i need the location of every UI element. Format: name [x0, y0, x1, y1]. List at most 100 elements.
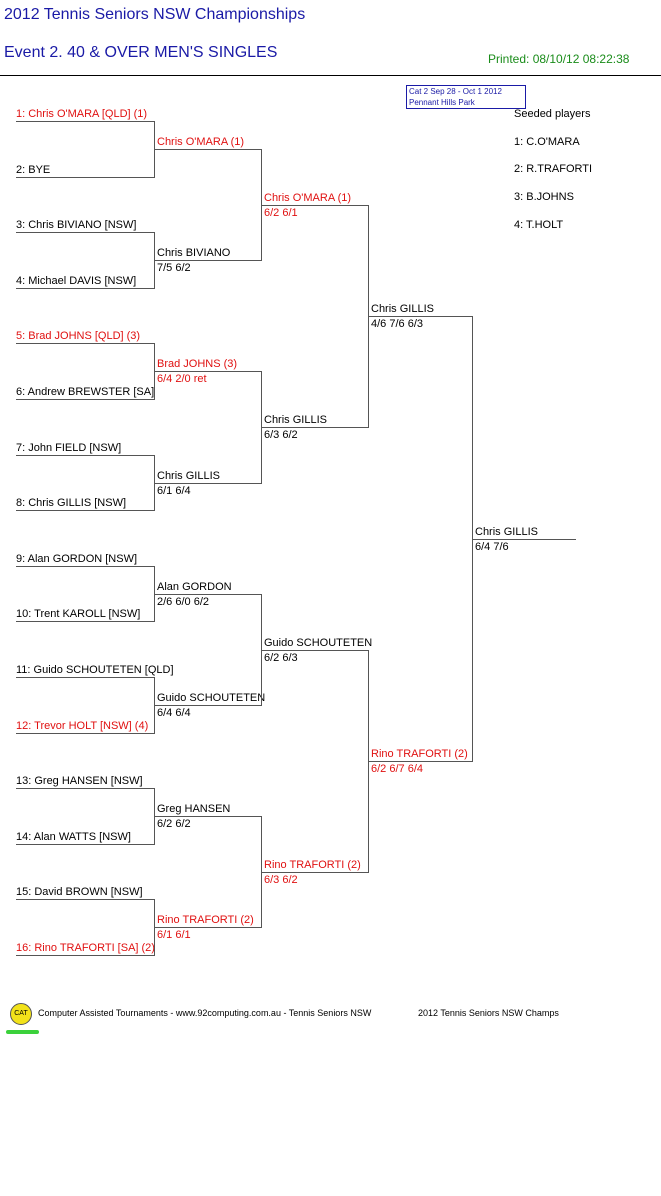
- seed-item: 1: C.O'MARA: [514, 136, 580, 148]
- event-info-venue: Pennant Hills Park: [409, 98, 475, 107]
- match-winner: Chris BIVIANO: [157, 247, 231, 259]
- draw-line: [155, 371, 262, 372]
- bracket-connector: [154, 677, 155, 733]
- match-score: 6/4 6/4: [157, 707, 191, 719]
- event-info-category: Cat 2 Sep 28 - Oct 1 2012: [409, 87, 502, 96]
- draw-line: [16, 510, 155, 511]
- bracket-connector: [368, 650, 369, 872]
- draw-entry: 7: John FIELD [NSW]: [16, 442, 122, 454]
- match-winner: Chris O'MARA (1): [264, 192, 352, 204]
- match-score: 6/2 6/3: [264, 652, 298, 664]
- logo-underline: [6, 1030, 39, 1034]
- match-winner: Rino TRAFORTI (2): [371, 748, 468, 760]
- page-title: 2012 Tennis Seniors NSW Championships: [4, 6, 306, 23]
- draw-line: [16, 899, 155, 900]
- draw-line: [16, 121, 155, 122]
- bracket-connector: [154, 455, 155, 510]
- draw-entry: 1: Chris O'MARA [QLD] (1): [16, 108, 148, 120]
- draw-line: [155, 260, 262, 261]
- match-score: 6/2 6/2: [157, 818, 191, 830]
- match-winner: Rino TRAFORTI (2): [157, 914, 254, 926]
- match-score: 6/1 6/1: [157, 929, 191, 941]
- draw-entry: 8: Chris GILLIS [NSW]: [16, 497, 127, 509]
- draw-line: [369, 316, 473, 317]
- draw-line: [369, 761, 473, 762]
- draw-line: [16, 788, 155, 789]
- match-score: 2/6 6/0 6/2: [157, 596, 209, 608]
- draw-entry: 5: Brad JOHNS [QLD] (3): [16, 330, 141, 342]
- draw-entry: 13: Greg HANSEN [NSW]: [16, 775, 143, 787]
- draw-line: [16, 621, 155, 622]
- draw-line: [16, 455, 155, 456]
- draw-line: [16, 288, 155, 289]
- cat-logo: CAT: [10, 1003, 32, 1025]
- match-winner: Chris GILLIS: [264, 414, 327, 426]
- bracket-connector: [472, 316, 473, 761]
- match-winner: Rino TRAFORTI (2): [264, 859, 361, 871]
- draw-line: [155, 483, 262, 484]
- draw-entry: 15: David BROWN [NSW]: [16, 886, 143, 898]
- bracket-connector: [261, 371, 262, 483]
- draw-line: [262, 427, 369, 428]
- bracket-connector: [154, 788, 155, 844]
- seed-item: 2: R.TRAFORTI: [514, 163, 593, 175]
- bracket-connector: [154, 899, 155, 955]
- match-winner: Greg HANSEN: [157, 803, 231, 815]
- draw-line: [155, 705, 262, 706]
- champion-name: Chris GILLIS: [475, 526, 538, 538]
- draw-line: [473, 539, 576, 540]
- bracket-connector: [261, 149, 262, 260]
- draw-line: [262, 872, 369, 873]
- event-title: Event 2. 40 & OVER MEN'S SINGLES: [4, 44, 278, 61]
- draw-entry: 2: BYE: [16, 164, 51, 176]
- match-score: 7/5 6/2: [157, 262, 191, 274]
- draw-entry: 12: Trevor HOLT [NSW] (4): [16, 720, 149, 732]
- draw-line: [16, 733, 155, 734]
- printed-timestamp: Printed: 08/10/12 08:22:38: [488, 52, 630, 66]
- header-divider: [0, 75, 661, 76]
- draw-line: [16, 844, 155, 845]
- match-score: 6/3 6/2: [264, 874, 298, 886]
- draw-line: [16, 399, 155, 400]
- seed-item: 3: B.JOHNS: [514, 191, 574, 203]
- bracket-connector: [154, 121, 155, 177]
- seed-item: 4: T.HOLT: [514, 219, 564, 231]
- event-info-box: Cat 2 Sep 28 - Oct 1 2012 Pennant Hills …: [406, 85, 526, 109]
- match-winner: Chris O'MARA (1): [157, 136, 245, 148]
- draw-line: [16, 232, 155, 233]
- match-winner: Chris GILLIS: [157, 470, 220, 482]
- draw-line: [262, 205, 369, 206]
- draw-entry: 3: Chris BIVIANO [NSW]: [16, 219, 137, 231]
- draw-line: [16, 677, 155, 678]
- draw-entry: 4: Michael DAVIS [NSW]: [16, 275, 137, 287]
- champion-score: 6/4 7/6: [475, 541, 509, 553]
- match-score: 6/2 6/1: [264, 207, 298, 219]
- draw-entry: 16: Rino TRAFORTI [SA] (2): [16, 942, 155, 954]
- draw-entry: 6: Andrew BREWSTER [SA]: [16, 386, 155, 398]
- match-score: 6/4 2/0 ret: [157, 373, 207, 385]
- draw-line: [155, 816, 262, 817]
- draw-entry: 10: Trent KAROLL [NSW]: [16, 608, 141, 620]
- bracket-connector: [154, 232, 155, 288]
- draw-line: [155, 594, 262, 595]
- draw-entry: 11: Guido SCHOUTETEN [QLD]: [16, 664, 174, 676]
- match-score: 6/3 6/2: [264, 429, 298, 441]
- match-score: 4/6 7/6 6/3: [371, 318, 423, 330]
- draw-line: [155, 927, 262, 928]
- draw-line: [16, 566, 155, 567]
- draw-line: [262, 650, 369, 651]
- match-winner: Chris GILLIS: [371, 303, 434, 315]
- draw-line: [16, 177, 155, 178]
- draw-line: [155, 149, 262, 150]
- match-winner: Alan GORDON: [157, 581, 232, 593]
- draw-line: [16, 343, 155, 344]
- seeded-players-heading: Seeded players: [514, 108, 591, 120]
- match-winner: Guido SCHOUTETEN: [157, 692, 266, 704]
- draw-line: [16, 955, 155, 956]
- draw-entry: 9: Alan GORDON [NSW]: [16, 553, 138, 565]
- bracket-connector: [368, 205, 369, 427]
- match-score: 6/1 6/4: [157, 485, 191, 497]
- footer-champs: 2012 Tennis Seniors NSW Champs: [418, 1008, 559, 1018]
- bracket-connector: [154, 343, 155, 399]
- bracket-connector: [261, 594, 262, 705]
